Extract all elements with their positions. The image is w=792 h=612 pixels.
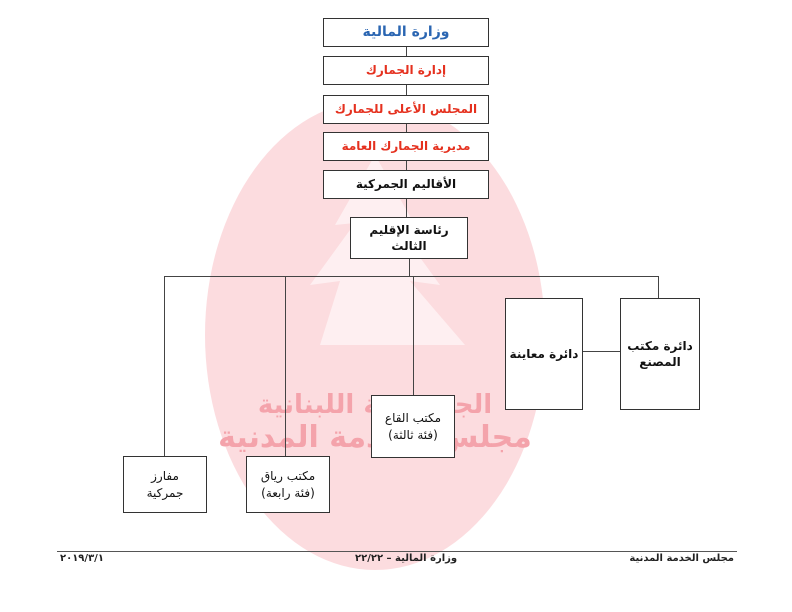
higher-council-label: المجلس الأعلى للجمارك <box>334 102 478 117</box>
general-directorate-box: مديرية الجمارك العامة <box>323 132 489 161</box>
regions-box: الأقاليم الجمركية <box>323 170 489 199</box>
connector-drop-qaa <box>413 276 414 395</box>
riyaq-office-box: مكتب رياق (فئة رابعة) <box>246 456 330 513</box>
qaa-office-label-2: (فئة ثالثة) <box>388 427 438 442</box>
inspection-label: دائرة معاينة <box>509 346 579 361</box>
qaa-office-box: مكتب القاع (فئة ثالثة) <box>371 395 455 458</box>
customs-posts-label-1: مفارز <box>151 469 179 484</box>
third-region-box: رئاسة الإقليم الثالث <box>350 217 468 259</box>
connector-drop-posts <box>164 276 165 456</box>
customs-posts-label-2: جمركية <box>146 485 184 500</box>
footer-date: ٢٠١٩/٣/١ <box>60 553 104 564</box>
connector-horizontal-bar <box>164 276 658 277</box>
ministry-box: وزارة المالية <box>323 18 489 47</box>
general-directorate-label: مديرية الجمارك العامة <box>341 139 471 154</box>
higher-council-box: المجلس الأعلى للجمارك <box>323 95 489 124</box>
footer-page: وزارة المالية – ٢٢/٢٢ <box>355 553 458 564</box>
qaa-office-label-1: مكتب القاع <box>384 411 442 426</box>
connector-presidency-down <box>409 259 410 277</box>
factory-office-box: دائرة مكتب المصنع <box>620 298 700 410</box>
regions-label: الأقاليم الجمركية <box>355 177 457 192</box>
customs-admin-label: إدارة الجمارك <box>365 63 447 78</box>
connector-factory-inspection <box>583 351 620 352</box>
customs-posts-box: مفارز جمركية <box>123 456 207 513</box>
footer-council: مجلس الخدمة المدنية <box>629 553 734 564</box>
riyaq-office-label-1: مكتب رياق <box>260 469 316 484</box>
footer-divider <box>57 551 737 552</box>
factory-office-label-1: دائرة مكتب <box>627 338 693 353</box>
riyaq-office-label-2: (فئة رابعة) <box>261 485 315 500</box>
inspection-box: دائرة معاينة <box>505 298 583 410</box>
customs-admin-box: إدارة الجمارك <box>323 56 489 85</box>
connector-drop-factory <box>658 276 659 298</box>
ministry-label: وزارة المالية <box>362 24 450 41</box>
third-region-label: رئاسة الإقليم الثالث <box>369 222 449 253</box>
factory-office-label-2: المصنع <box>639 355 681 369</box>
connector-drop-riyaq <box>285 276 286 456</box>
